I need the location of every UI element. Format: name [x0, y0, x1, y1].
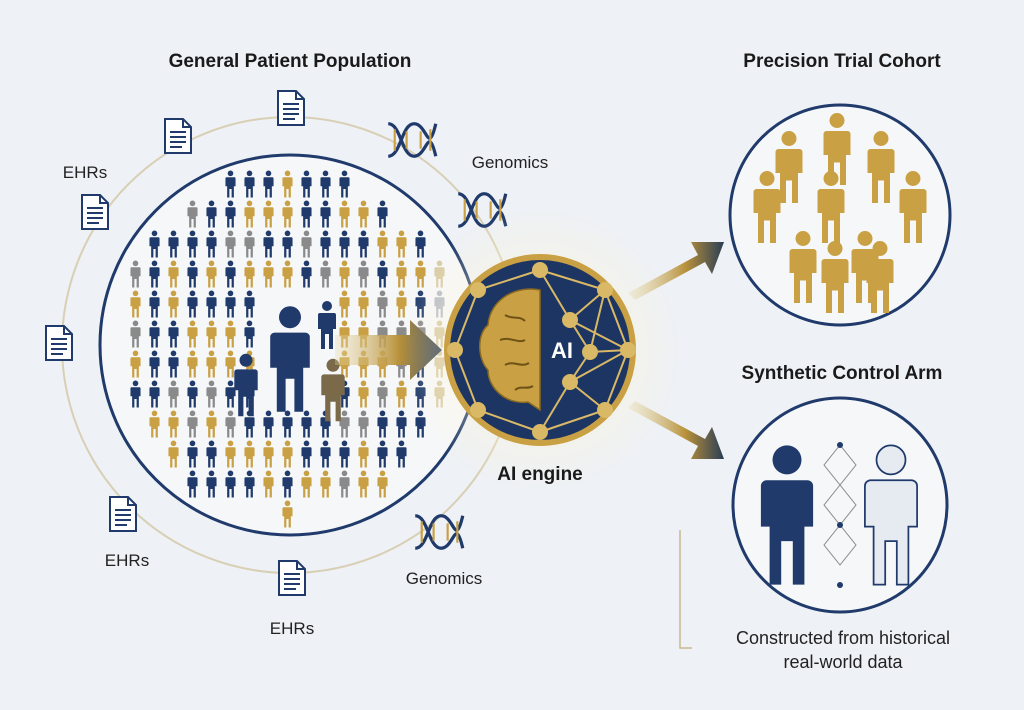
network-edge [604, 349, 629, 411]
population-title: General Patient Population [169, 51, 412, 72]
ehr-document-icon [80, 193, 110, 231]
network-edge [539, 269, 606, 291]
network-edge [589, 289, 606, 353]
control-title: Synthetic Control Arm [742, 363, 943, 384]
network-node [597, 402, 613, 418]
genomics-label: Genomics [406, 569, 483, 588]
network-edge [539, 269, 571, 321]
control-caption-line2: real-world data [783, 652, 903, 672]
network-node [470, 282, 486, 298]
network-node [532, 262, 548, 278]
network-node [597, 282, 613, 298]
ehr-document-icon [108, 495, 138, 533]
ai-engine-label: AI engine [497, 464, 583, 485]
control-arrow [628, 401, 724, 459]
network-edge [604, 289, 629, 351]
network-node [470, 402, 486, 418]
network-edge [569, 319, 629, 351]
ehr-label: EHRs [105, 551, 149, 570]
network-node [562, 374, 578, 390]
neural-network-icon [447, 262, 636, 440]
brain-icon [479, 288, 541, 412]
network-node [447, 342, 463, 358]
network-edge [539, 381, 571, 433]
network-node [582, 344, 598, 360]
caption-bracket [679, 530, 692, 649]
network-edge [477, 269, 541, 291]
cohort-title: Precision Trial Cohort [743, 51, 941, 72]
ai-engine-badge: AI [444, 254, 636, 446]
control-caption-line1: Constructed from historical [736, 628, 950, 648]
ehr-document-icon [276, 89, 306, 127]
genomics-label: Genomics [472, 153, 549, 172]
dna-icon [413, 514, 465, 550]
digital-twin-figures [760, 442, 919, 588]
network-edge [477, 409, 541, 433]
cohort-arrow [628, 242, 724, 300]
network-node [532, 424, 548, 440]
ehr-document-icon [277, 559, 307, 597]
network-node [620, 342, 636, 358]
ai-badge-text: AI [551, 338, 573, 363]
network-edge [454, 349, 479, 411]
network-node [562, 312, 578, 328]
network-edge [454, 289, 479, 351]
ehr-label: EHRs [270, 619, 314, 638]
network-edge [569, 349, 629, 383]
ehr-document-icon [44, 324, 74, 362]
ehr-label: EHRs [63, 163, 107, 182]
ehr-document-icon [163, 117, 193, 155]
network-edge [539, 409, 606, 433]
